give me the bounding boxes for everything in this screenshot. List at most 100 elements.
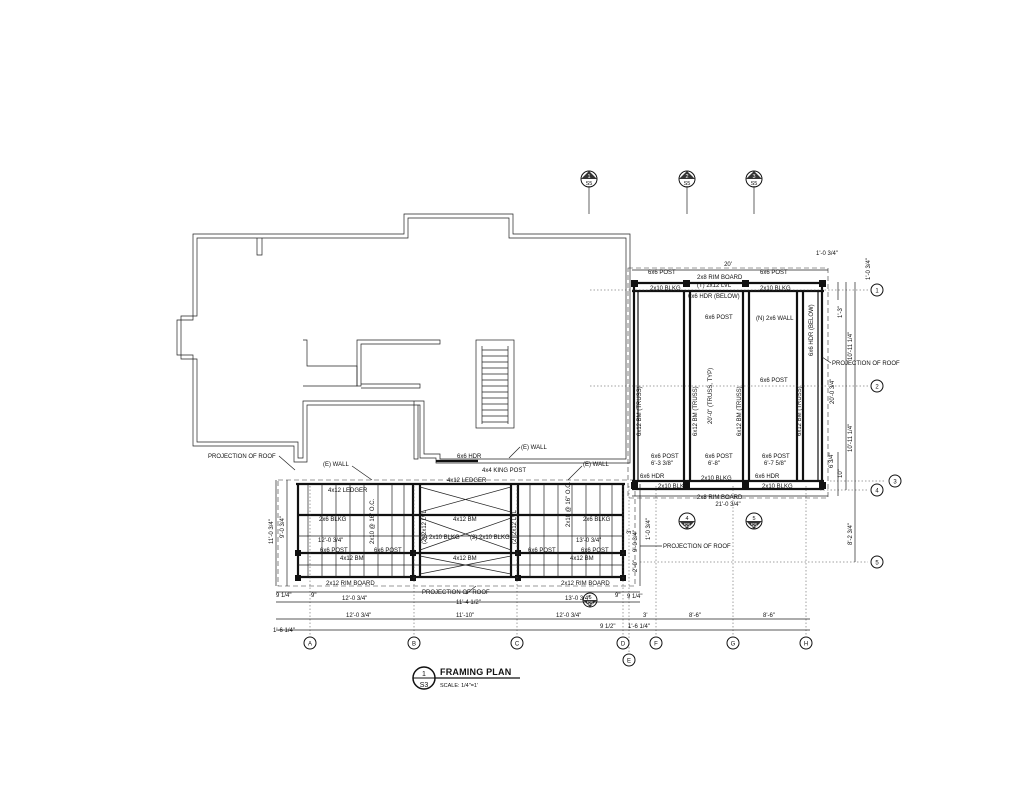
note-lvl-2: (2) 2x12 LVL	[512, 509, 518, 544]
note-e-wall-n: (N) 2x6 WALL	[756, 316, 794, 322]
note-hdr: 6x6 HDR	[457, 454, 482, 460]
note-post-2: 6x6 POST	[374, 548, 402, 554]
annotations-west-deck: PROJECTION OF ROOF (E) WALL (E) WALL (E)…	[208, 445, 731, 596]
dim-right-10-11-a: 10'-11 1/4"	[848, 332, 854, 360]
dim-9: 9"	[311, 593, 316, 599]
grid-bubble-d: D	[616, 636, 630, 650]
addition-east-framing	[627, 267, 829, 499]
grid-bubble-g: G	[726, 636, 740, 650]
note-e-post-dim-1: 6'-3 3/8"	[651, 461, 673, 467]
section-marker-2: 2S5	[678, 170, 696, 188]
svg-text:S5: S5	[751, 181, 758, 187]
dim-2-0: 2'-0"	[633, 560, 639, 572]
svg-text:1: 1	[875, 289, 879, 295]
note-joist-1: 2x10 @ 16" O.C.	[370, 498, 376, 544]
note-ledger-2: 4x12 LEDGER	[328, 488, 368, 494]
section-marker-1: 1S5	[580, 170, 598, 188]
dim-cd: 12'-0 3/4"	[556, 613, 581, 619]
note-e-blkg-3: 2x10 BLKG	[658, 484, 689, 490]
dim-right-20: 20'-0 3/4"	[830, 379, 836, 404]
svg-text:S5: S5	[587, 601, 594, 607]
deck-west-framing	[277, 459, 636, 587]
grid-bubbles: A B C D E F G H 1 2 3 4 5	[303, 283, 902, 667]
title-detail-number: 1	[422, 671, 426, 678]
note-rim-1: 2x12 RIM BOARD	[326, 581, 375, 587]
note-e-post-1: 6x6 POST	[648, 270, 676, 276]
note-e-wall-1: (E) WALL	[323, 462, 349, 468]
svg-text:5: 5	[752, 516, 755, 522]
note-dim-left-span2: 13'-0 3/4"	[576, 538, 601, 544]
note-e-post-6: 6x6 POST	[705, 454, 733, 460]
title-framing-plan: FRAMING PLAN	[440, 667, 511, 677]
note-e-post-dim-2: 6'-8"	[708, 461, 720, 467]
note-e-bm-3: 6x12 BM (TRUSS)	[737, 386, 743, 436]
dim-9-0-34: 9'-0 3/4"	[633, 530, 639, 552]
dim-ab: 12'-0 3/4"	[346, 613, 371, 619]
section-markers: 1S5 2S5 3S5 4S5 5S5 6S5	[580, 170, 763, 608]
section-marker-3: 3S5	[745, 170, 763, 188]
note-joist-2: 2x10 @ 16" O.C.	[566, 481, 572, 527]
note-e-hdr-below: 6x6 HDR (BELOW)	[688, 294, 740, 300]
dim-de: 9 1/2"	[600, 624, 615, 630]
dim-13a: 13'-0 3/4"	[565, 596, 590, 602]
dim-11-4: 11'-4 1/2"	[456, 600, 481, 606]
svg-text:S5: S5	[751, 523, 758, 529]
grid-bubble-e: E	[622, 653, 636, 667]
grid-bubble-b: B	[407, 636, 421, 650]
dim-right-10-11-b: 10'-11 1/4"	[848, 424, 854, 452]
grid-bubble-f: F	[649, 636, 663, 650]
note-post-4: 6x6 POST	[581, 548, 609, 554]
note-e-wall-3: (E) WALL	[583, 462, 609, 468]
note-e-span: 20'-0" (TRUSS, TYP)	[708, 368, 714, 424]
note-blkg-4: (2) 2x10 BLKG	[470, 535, 510, 541]
existing-house-outline	[176, 213, 631, 464]
dim-left-1-6: 1'-6 1/4"	[273, 628, 295, 634]
section-marker-6: 6S5	[582, 592, 598, 608]
note-e-bm-4: 6x12 BM (TRUSS)	[797, 386, 803, 436]
note-e-blkg-2: 2x10 BLKG	[760, 286, 791, 292]
note-e-blkg-5: 2x10 BLKG	[762, 484, 793, 490]
note-post-3: 6x6 POST	[528, 548, 556, 554]
grid-lines	[309, 186, 884, 654]
svg-text:F: F	[654, 642, 658, 648]
dim-left-11-0: 11'-0 3/4"	[269, 519, 275, 544]
note-e-bm-2: 6x12 BM (TRUSS)	[693, 386, 699, 436]
dim-9b: 9"	[615, 593, 620, 599]
annotations-east-addition: 6x6 POST 6x6 POST 2x8 RIM BOARD (T) 2x12…	[637, 270, 900, 501]
note-e-hdr-below-2: 6x6 HDR (BELOW)	[809, 304, 815, 356]
dim-fg: 8'-6"	[689, 613, 701, 619]
note-blkg-1: 2x6 BLKG	[319, 517, 347, 523]
svg-text:A: A	[308, 642, 312, 648]
grid-bubble-4: 4	[870, 483, 884, 497]
note-king-post: 4x4 KING POST	[482, 468, 526, 474]
dim-left-9-0: 9'-0 3/4"	[280, 516, 286, 538]
dim-top-1-0: 1'-0 3/4"	[816, 251, 838, 257]
note-e-post-dim-3: 6'-7 5/8"	[764, 461, 786, 467]
note-e-rim-top: 2x8 RIM BOARD	[697, 275, 743, 281]
grid-bubble-2: 2	[870, 379, 884, 393]
grid-bubble-1: 1	[870, 283, 884, 297]
note-e-bm-1: 6x12 BM (TRUSS)	[637, 386, 643, 436]
svg-text:6: 6	[588, 595, 591, 601]
note-bm-3: 4x12 BM	[453, 556, 477, 562]
note-rim-2: 2x12 RIM BOARD	[561, 581, 610, 587]
svg-text:S5: S5	[684, 523, 691, 529]
note-e-blkg-4: 2x10 BLKG	[701, 476, 732, 482]
dim-gh: 8'-6"	[763, 613, 775, 619]
dim-12a: 12'-0 3/4"	[342, 596, 367, 602]
note-projection-roof-bottom: PROJECTION OF ROOF	[422, 590, 490, 596]
svg-text:B: B	[412, 642, 416, 648]
dim-9-14b: 9 1/4"	[627, 594, 642, 600]
svg-text:E: E	[627, 659, 631, 665]
grid-bubble-h: H	[799, 636, 813, 650]
note-bm-1: 4x12 BM	[453, 517, 477, 523]
note-blkg-3: (2) 2x10 BLKG	[420, 535, 460, 541]
title-scale: SCALE: 1/4"=1'	[440, 683, 478, 689]
dim-1-0-34: 1'-0 3/4"	[646, 518, 652, 540]
note-e-lvl-top: (T) 2x12 LVL	[697, 283, 732, 289]
note-bm-2: 4x12 BM	[340, 556, 364, 562]
svg-text:S5: S5	[684, 181, 691, 187]
svg-text:3: 3	[752, 174, 755, 180]
note-ledger: 4x12 LEDGER	[447, 478, 487, 484]
